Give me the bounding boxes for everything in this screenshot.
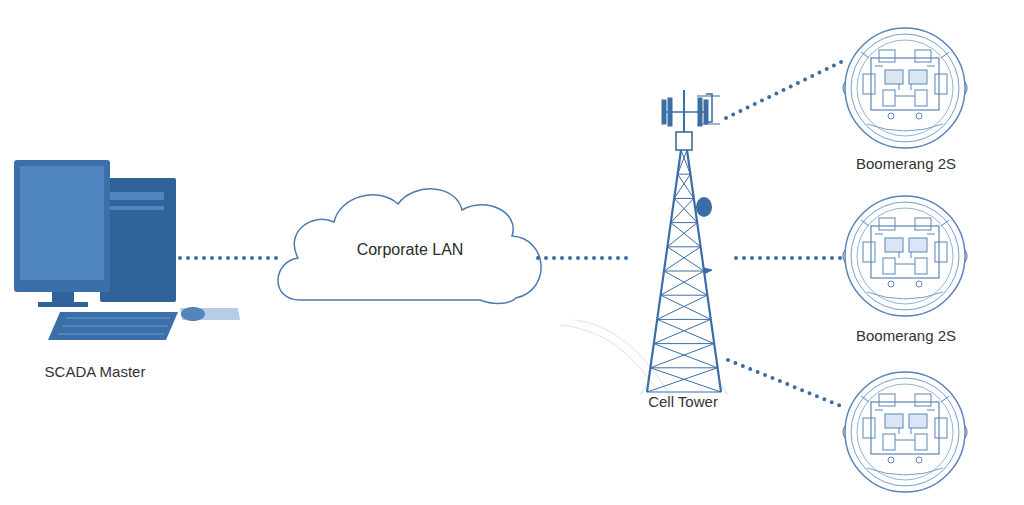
dotted-link xyxy=(180,256,282,260)
meter-illustration xyxy=(843,372,967,492)
dotted-link xyxy=(736,256,845,260)
cell-tower xyxy=(560,90,728,395)
meter-illustration xyxy=(843,196,967,316)
computer-node: SCADA Master xyxy=(10,158,180,380)
dotted-link xyxy=(538,256,632,260)
tower-node: Cell Tower xyxy=(630,88,736,410)
radio-link xyxy=(728,360,846,408)
node-label: Cell Tower xyxy=(648,393,718,410)
computer-icon xyxy=(14,160,240,340)
dotted-link xyxy=(726,60,845,118)
meter-node: Boomerang 2S xyxy=(845,26,967,172)
cloud-shape xyxy=(278,189,541,304)
cloud-node: Corporate LAN xyxy=(282,200,538,300)
node-label: Boomerang 2S xyxy=(856,327,956,344)
node-label: SCADA Master xyxy=(45,363,146,380)
meter-node: Boomerang 2S xyxy=(845,194,967,344)
node-label: Corporate LAN xyxy=(357,241,464,259)
node-label: Boomerang 2S xyxy=(856,155,956,172)
meter-illustration xyxy=(843,28,967,148)
